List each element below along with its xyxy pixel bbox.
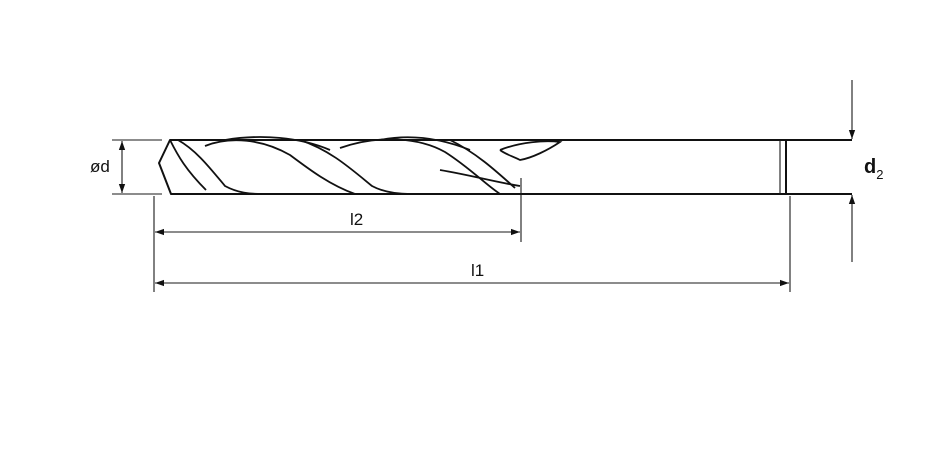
total-length-label: l1: [471, 261, 484, 280]
flute-length-label: l2: [350, 210, 363, 229]
shank-diameter-label: d2: [864, 156, 883, 182]
shank-diameter-sub: 2: [876, 167, 883, 182]
shank-diameter-dimension: d2: [848, 80, 883, 262]
diameter-dimension: ød: [90, 139, 162, 195]
shank-diameter-main: d: [864, 156, 876, 178]
drill-bit: [158, 136, 852, 195]
drill-flutes: [169, 136, 563, 195]
diameter-label: ød: [90, 157, 110, 176]
drill-tip: [158, 139, 178, 195]
total-length-dimension: l1: [155, 196, 791, 292]
shank-end-face: [786, 139, 852, 195]
flute-length-dimension: l2: [153, 178, 522, 292]
